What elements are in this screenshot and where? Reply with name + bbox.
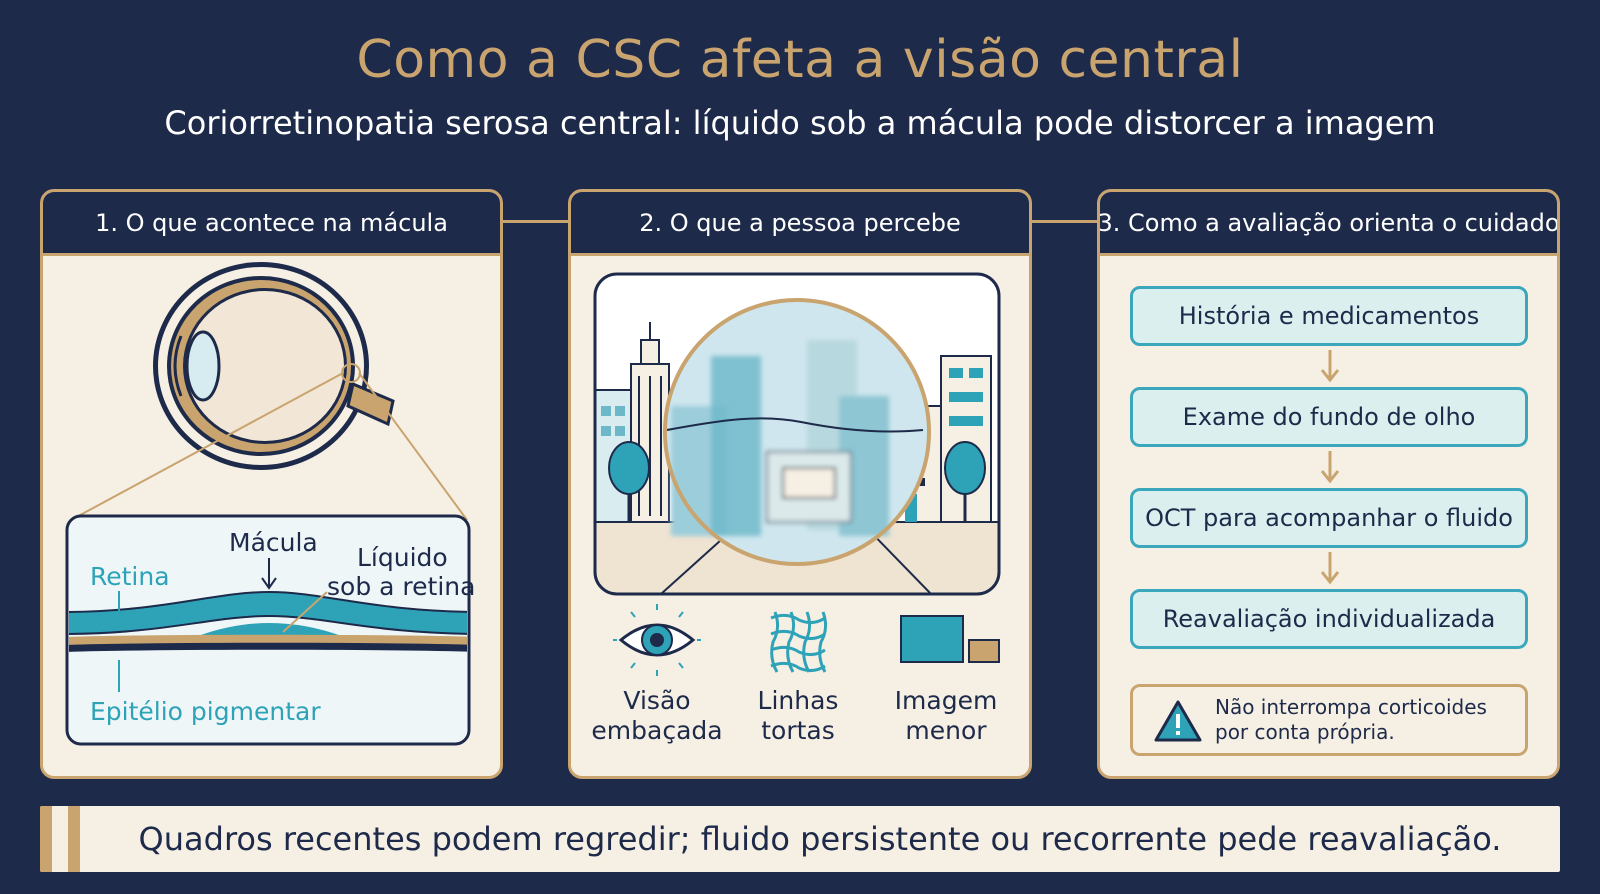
connector-2-3: [1032, 220, 1097, 223]
retina-label: Retina: [90, 562, 170, 591]
down-arrow-icon: [1320, 350, 1340, 383]
page-title: Como a CSC afeta a visão central: [356, 30, 1244, 90]
step-history: História e medicamentos: [1130, 286, 1528, 346]
step-oct: OCT para acompanhar o fluido: [1130, 488, 1528, 548]
blurred-city: [671, 340, 889, 536]
page-subtitle: Coriorretinopatia serosa central: líquid…: [164, 104, 1436, 142]
panel-perception: 2. O que a pessoa percebe: [568, 189, 1032, 779]
down-arrow-icon: [1320, 552, 1340, 585]
macula-illustration: [65, 262, 471, 746]
footer-banner: Quadros recentes podem regredir; fluido …: [40, 806, 1560, 872]
footer-text: Quadros recentes podem regredir; fluido …: [138, 820, 1502, 858]
footer-accent-bar: [68, 806, 80, 872]
warning-triangle-icon: [1154, 700, 1202, 742]
eye-cross-section-icon: [153, 262, 395, 470]
step-reassessment: Reavaliação individualizada: [1130, 589, 1528, 649]
epithelium-label: Epitélio pigmentar: [90, 697, 321, 726]
symptom-label-lines: Linhas tortas: [757, 686, 839, 745]
symptom-label-smaller: Imagem menor: [894, 686, 998, 745]
macula-label: Mácula: [229, 528, 318, 557]
city-scene: [595, 274, 999, 594]
symptom-label-blur: Visão embaçada: [591, 686, 723, 745]
warning-box: Não interrompa corticoides por conta pró…: [1130, 684, 1528, 756]
panel-heading: 2. O que a pessoa percebe: [571, 192, 1029, 256]
connector-1-2: [503, 220, 568, 223]
warning-text: Não interrompa corticoides por conta pró…: [1215, 695, 1487, 744]
panel-heading: 1. O que acontece na mácula: [43, 192, 500, 256]
step-fundus-exam: Exame do fundo de olho: [1130, 387, 1528, 447]
panel-evaluation: 3. Como a avaliação orienta o cuidado Hi…: [1097, 189, 1560, 779]
eye-icon: [613, 604, 701, 676]
perception-illustration: [593, 272, 1001, 676]
panel-macula: 1. O que acontece na mácula: [40, 189, 503, 779]
footer-accent-bar: [40, 806, 52, 872]
down-arrow-icon: [1320, 451, 1340, 484]
fluid-label-line2: sob a retina: [327, 572, 476, 601]
grid-icon: [770, 611, 828, 673]
size-compare-icon: [900, 615, 1000, 663]
panel-heading: 3. Como a avaliação orienta o cuidado: [1100, 192, 1557, 256]
fluid-label-line1: Líquido: [357, 543, 448, 572]
